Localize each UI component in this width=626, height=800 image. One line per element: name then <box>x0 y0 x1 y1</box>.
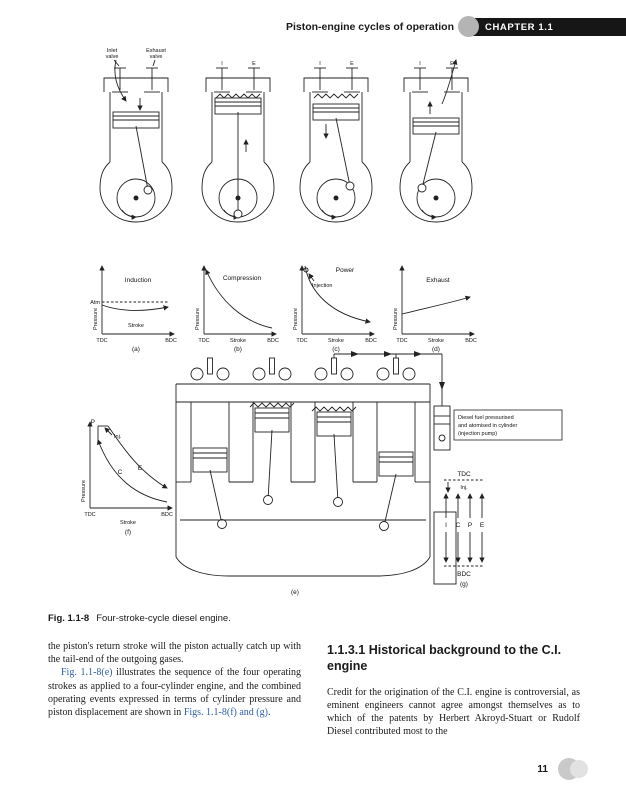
paragraph: Credit for the origination of the C.I. e… <box>327 686 580 738</box>
pv-peak-label: P <box>91 419 95 426</box>
chapter-badge-circle <box>458 16 479 37</box>
inlet-valve-letter: I <box>419 61 421 67</box>
pump-note-line: (injection pump) <box>458 431 497 437</box>
exhaust-valve-label: Exhaust <box>146 48 166 54</box>
engine-diagram-compression: I E <box>202 61 274 222</box>
stroke-letter-power: P <box>468 522 472 529</box>
graph-induction: Pressure Induction Atm Stroke TDC BDC (a… <box>90 265 177 353</box>
tdc-label: TDC <box>198 338 209 344</box>
page-footer: 11 <box>537 758 588 780</box>
graph-title: Exhaust <box>426 277 450 284</box>
paragraph-text: illustrates the sequence of the four ope… <box>48 667 301 719</box>
graph-power: Pressure Power Injection Stroke TDC BDC … <box>293 265 377 353</box>
bdc-label: BDC <box>465 338 477 344</box>
graph-tag: (d) <box>432 346 440 353</box>
graph-title: Compression <box>223 275 262 282</box>
pump-note-line: Diesel fuel pressurised <box>458 415 514 421</box>
pv-ylabel: Pressure <box>81 480 87 502</box>
graph-tag: (a) <box>132 346 140 353</box>
figure-caption: Fig. 1.1-8 Four-stroke-cycle diesel engin… <box>48 613 231 624</box>
engine-tag: (e) <box>291 589 299 596</box>
injection-pump <box>433 405 451 451</box>
pv-xlabel: Stroke <box>120 520 136 526</box>
section-title: Historical background to the C.I. engine <box>327 643 562 674</box>
graph-xlabel: Stroke <box>328 338 344 344</box>
injection-annotation: Injection <box>312 283 333 289</box>
chapter-badge: CHAPTER 1.1 <box>458 16 626 37</box>
figure-reference-link[interactable]: Figs. 1.1-8(f) and (g) <box>183 707 268 719</box>
running-header-title: Piston-engine cycles of operation <box>285 21 454 33</box>
atm-label: Atm <box>90 300 100 306</box>
inlet-valve-label: valve <box>106 54 119 60</box>
left-column: the piston's return stroke will the pist… <box>48 640 301 738</box>
pump-note: Diesel fuel pressurised and atomised in … <box>453 409 563 441</box>
tdc-label: TDC <box>96 338 107 344</box>
page-number: 11 <box>537 763 548 775</box>
inlet-valve-letter: I <box>221 61 223 67</box>
page-header: Piston-engine cycles of operation CHAPTE… <box>285 16 626 37</box>
inlet-valve-label: Inlet <box>107 48 118 54</box>
bdc-label: BDC <box>365 338 377 344</box>
bdc-label: BDC <box>267 338 279 344</box>
section-number: 1.1.3.1 <box>327 643 366 657</box>
pv-compression-label: C <box>118 469 123 476</box>
graph-ylabel: Pressure <box>393 308 399 330</box>
figure-caption-label: Fig. 1.1-8 <box>48 613 90 624</box>
tdc-label: TDC <box>396 338 407 344</box>
tdc-label: TDC <box>296 338 307 344</box>
inlet-valve-letter: I <box>319 61 321 67</box>
engine-diagram-induction <box>100 59 172 222</box>
chapter-badge-label: CHAPTER 1.1 <box>485 21 554 33</box>
paragraph: the piston's return stroke will the pist… <box>48 641 301 666</box>
footer-circle <box>570 760 588 778</box>
figure-four-stroke-diesel-engine: Inlet valve Exhaust valve I E I E <box>81 48 563 596</box>
pv-injection-label: Inj. <box>114 434 122 440</box>
graph-xlabel: Stroke <box>230 338 246 344</box>
graph-ylabel: Pressure <box>195 308 201 330</box>
figure-reference-link[interactable]: Fig. 1.1-8(e) <box>61 667 113 679</box>
pump-note-line: and atomised in cylinder <box>458 423 517 429</box>
paragraph: Fig. 1.1-8(e) illustrates the sequence o… <box>48 666 301 719</box>
graph-title: Power <box>336 267 355 274</box>
timing-diagram: TDC Inj. I C P E BDC (g) <box>443 471 485 588</box>
exhaust-valve-letter: E <box>252 61 256 67</box>
section-heading: 1.1.3.1 Historical background to the C.I… <box>327 642 580 675</box>
exhaust-valve-letter: E <box>450 61 454 67</box>
graph-title: Induction <box>125 277 152 284</box>
injection-label: Inj. <box>460 485 468 491</box>
bdc-label: BDC <box>161 512 173 518</box>
bdc-label: BDC <box>165 338 177 344</box>
tdc-label: TDC <box>84 512 95 518</box>
pv-expansion-label: E <box>138 465 143 472</box>
right-column: 1.1.3.1 Historical background to the C.I… <box>327 640 580 738</box>
pv-diagram: Pressure P Inj. C E TDC BDC Stroke (f) <box>81 419 173 536</box>
graph-compression: Pressure Compression Stroke TDC BDC (b) <box>195 265 279 353</box>
exhaust-valve-letter: E <box>350 61 354 67</box>
four-cylinder-engine-diagram <box>175 357 457 585</box>
engine-diagram-exhaust: I E <box>400 59 472 222</box>
stroke-letter-compression: C <box>456 522 461 529</box>
exhaust-valve-label: valve <box>150 54 163 60</box>
timing-tag: (g) <box>460 581 468 588</box>
paragraph-text: . <box>267 707 271 719</box>
tdc-label: TDC <box>457 471 471 478</box>
graph-tag: (b) <box>234 346 242 353</box>
stroke-letter-exhaust: E <box>480 522 485 529</box>
graph-ylabel: Pressure <box>93 308 99 330</box>
graph-exhaust: Pressure Exhaust Stroke TDC BDC (d) <box>393 265 477 353</box>
graph-xlabel: Stroke <box>128 323 144 329</box>
body-columns: the piston's return stroke will the pist… <box>48 640 580 738</box>
graph-xlabel: Stroke <box>428 338 444 344</box>
graph-ylabel: Pressure <box>293 308 299 330</box>
stroke-letter-induction: I <box>445 522 447 529</box>
bdc-label: BDC <box>457 571 471 578</box>
figure-caption-text: Four-stroke-cycle diesel engine. <box>96 613 231 624</box>
graph-tag: (c) <box>332 346 340 353</box>
pv-tag: (f) <box>125 529 131 536</box>
fuel-line <box>333 351 445 406</box>
engine-diagram-power: I E <box>300 61 372 222</box>
